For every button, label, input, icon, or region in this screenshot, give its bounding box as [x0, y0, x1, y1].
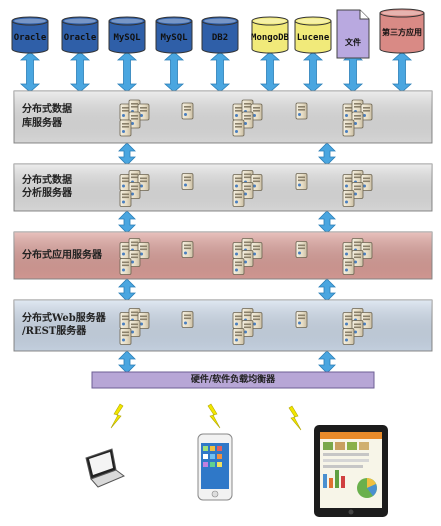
clients: [85, 425, 388, 517]
data-sources: [11, 8, 425, 59]
source-arrow-0: [19, 51, 41, 93]
data-source-4: [201, 16, 239, 54]
server-icon: [181, 311, 194, 328]
tier-3: [13, 299, 433, 352]
tier-1: [13, 163, 433, 212]
data-source-label: 第三方应用: [382, 27, 422, 37]
data-source-7: [336, 9, 370, 59]
tier-label-line: 分析服务器: [22, 188, 72, 199]
tier-arrow-2-1: [318, 278, 336, 302]
server-icon: [295, 311, 308, 328]
tier-label: 分布式数据分析服务器: [22, 174, 120, 201]
tier-arrow-2-0: [118, 278, 136, 302]
laptop-icon: [85, 448, 125, 488]
data-source-label: DB2: [211, 33, 229, 43]
database-icon: [379, 12, 425, 54]
source-arrow-5: [259, 51, 281, 93]
data-source-2: [108, 16, 146, 54]
data-source-label: MySQL: [113, 33, 141, 43]
data-source-8: [379, 8, 425, 54]
data-source-label: Lucene: [296, 33, 330, 43]
lightning-icon-phone: [207, 403, 221, 429]
data-source-label: MySQL: [160, 33, 188, 43]
data-source-label: 文件: [345, 37, 361, 47]
source-arrow-1: [69, 51, 91, 93]
source-arrow-2: [116, 51, 138, 93]
tier-arrow-1-1: [318, 210, 336, 234]
server-icon: [295, 173, 308, 190]
source-arrow-3: [163, 51, 185, 93]
server-icon: [181, 241, 194, 258]
tier-arrow-3-0: [118, 350, 136, 374]
database-icon: [108, 20, 146, 54]
tier-arrow-1-0: [118, 210, 136, 234]
data-source-0: [11, 16, 49, 54]
tier-arrow-0-1: [318, 142, 336, 166]
data-source-label: MongoDB: [251, 33, 289, 43]
tier-label-line: 分布式Web服务器: [22, 312, 106, 324]
database-icon: [11, 20, 49, 54]
load-balancer-label: 硬件/软件负载均衡器: [190, 375, 276, 385]
data-source-1: [61, 16, 99, 54]
tier-arrow-3-1: [318, 350, 336, 374]
database-icon: [251, 20, 289, 54]
data-source-6: [294, 16, 332, 54]
tier-label-line: /REST服务器: [22, 326, 87, 337]
database-icon: [294, 20, 332, 54]
tablet-icon: [314, 425, 388, 517]
database-icon: [201, 20, 239, 54]
server-icon: [295, 102, 308, 120]
tier-label-line: 分布式应用服务器: [22, 249, 102, 261]
lightning-icon-laptop: [110, 403, 124, 429]
data-source-5: [251, 16, 289, 54]
server-icon: [295, 241, 308, 258]
server-tiers: [13, 90, 433, 352]
wireless-links: [110, 403, 302, 431]
smartphone-icon: [197, 433, 233, 501]
source-arrow-6: [302, 51, 324, 93]
server-icon: [181, 102, 194, 120]
tier-label: 分布式应用服务器: [22, 249, 120, 263]
source-arrow-4: [209, 51, 231, 93]
database-icon: [155, 20, 193, 54]
lightning-icon-tablet: [288, 405, 302, 431]
tier-label-line: 库服务器: [22, 117, 62, 129]
tier-label: 分布式数据库服务器: [22, 103, 120, 130]
source-arrow-8: [391, 51, 413, 93]
database-icon: [61, 20, 99, 54]
tier-arrow-0-0: [118, 142, 136, 166]
tier-0: [13, 90, 433, 144]
data-source-3: [155, 16, 193, 54]
tier-label-line: 分布式数据: [22, 174, 72, 186]
data-source-label: Oracle: [13, 33, 47, 43]
tier-label-line: 分布式数据: [22, 104, 72, 115]
data-source-label: Oracle: [63, 33, 97, 43]
server-icon: [181, 173, 194, 190]
tier-label: 分布式Web服务器/REST服务器: [22, 312, 120, 339]
load-balancer-bar: [91, 371, 375, 389]
arrows-layer: [19, 51, 413, 374]
file-icon: [336, 9, 370, 59]
tier-2: [13, 231, 433, 280]
